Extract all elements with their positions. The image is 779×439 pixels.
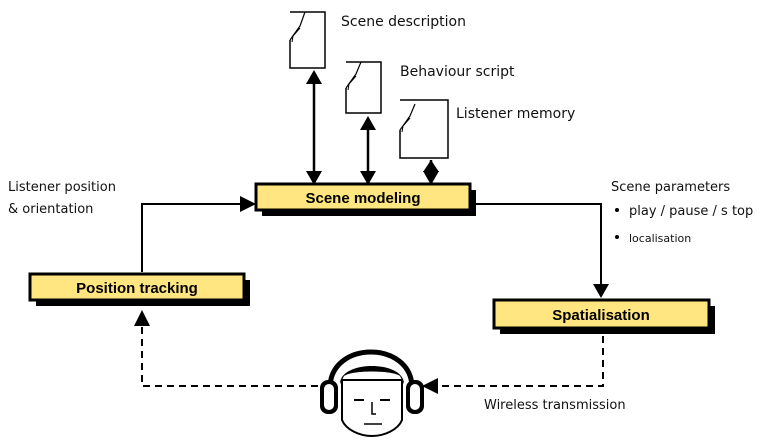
arrow-tracking-to-modeling: [141, 196, 256, 272]
position-tracking-box: Position tracking: [28, 272, 250, 306]
spatialisation-box: Spatialisation: [492, 298, 715, 334]
position-tracking-label: Position tracking: [76, 280, 198, 297]
scene-modeling-label: Scene modeling: [305, 190, 420, 207]
document-icon-listener-memory: [399, 99, 449, 159]
bullet-localisation: localisation: [629, 232, 691, 245]
document-icon-behaviour-script: [345, 61, 382, 114]
document-icon-scene-description: [289, 11, 326, 69]
listener-position-label: Listener position: [8, 180, 116, 195]
wireless-transmission-label: Wireless transmission: [484, 398, 626, 413]
listener-memory-label: Listener memory: [456, 106, 575, 122]
orientation-label: & orientation: [8, 202, 93, 217]
bullet-dot: [615, 208, 619, 212]
bullet-play-pause-stop: play / pause / s top: [629, 204, 753, 219]
arrow-spatialisation-to-listener: [422, 336, 604, 394]
bullet-dot: [615, 235, 619, 239]
scene-modeling-box: Scene modeling: [254, 182, 476, 216]
arrow-listener-to-tracking: [134, 310, 318, 387]
arrow-behaviour-script: [360, 116, 376, 185]
scene-parameters-label: Scene parameters: [611, 180, 730, 195]
arrow-listener-memory: [423, 160, 439, 185]
arrow-scene-description: [306, 70, 322, 185]
behaviour-script-label: Behaviour script: [400, 64, 515, 80]
spatialisation-label: Spatialisation: [552, 307, 650, 324]
arrow-modeling-to-spatialisation: [476, 203, 609, 298]
listener-with-headphones-icon: [320, 349, 424, 438]
scene-description-label: Scene description: [341, 14, 466, 30]
